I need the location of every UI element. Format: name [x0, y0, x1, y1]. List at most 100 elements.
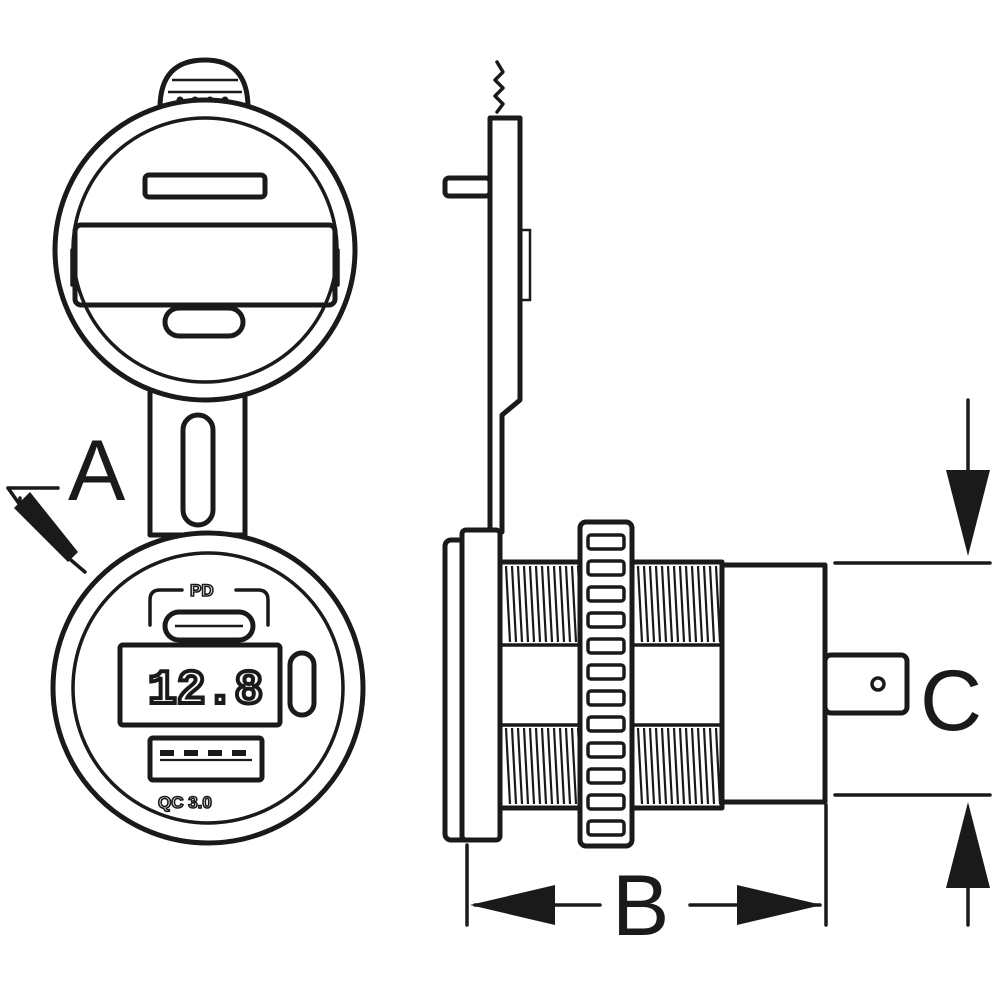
thread-line: [558, 727, 566, 805]
mounting-nut: [577, 519, 635, 849]
cap-tab: [157, 57, 251, 111]
usb-a-port: [147, 735, 265, 783]
thread-line: [516, 727, 524, 805]
dimension-c: C: [833, 398, 992, 927]
thread-line: [552, 727, 560, 805]
nut-tooth: [586, 663, 626, 681]
thread-line: [666, 565, 674, 643]
dimension-b-arrow-right: [737, 885, 822, 925]
dimension-c-arrow-bottom: [946, 802, 990, 888]
thread-line: [642, 565, 650, 643]
dimension-b-arrow-left: [470, 885, 555, 925]
thread-line: [504, 565, 512, 643]
tether-slot: [180, 412, 216, 528]
thread-line: [546, 727, 554, 805]
thread-line: [672, 727, 680, 805]
qc-label: QC 3.0: [158, 793, 212, 812]
thread-line: [636, 727, 644, 805]
terminal-hole: [870, 676, 886, 692]
thread-line: [666, 727, 674, 805]
usb-c-port: [162, 609, 256, 643]
thread-line: [510, 727, 518, 805]
cap-profile: [487, 115, 523, 535]
nut-tooth: [586, 767, 626, 785]
dimension-a-label: A: [68, 423, 126, 519]
thread-line: [558, 565, 566, 643]
thread-line: [714, 565, 722, 643]
front-view: PD 12.8 QC 3.0 A: [6, 57, 366, 846]
thread-line: [522, 727, 530, 805]
thread-line: [684, 565, 692, 643]
socket-inner-ring: [71, 551, 345, 825]
thread-line: [642, 727, 650, 805]
socket-outer: [50, 530, 366, 846]
thread-line: [660, 727, 668, 805]
dimension-b: B: [465, 803, 828, 954]
thread-line: [708, 727, 716, 805]
cap-bottom-slot: [162, 305, 246, 339]
cap-pin: [442, 175, 493, 199]
pd-bracket: [148, 588, 270, 627]
dimension-c-arrow-top: [946, 470, 990, 556]
thread-line: [678, 565, 686, 643]
thread-line: [702, 727, 710, 805]
nut-teeth: [586, 533, 626, 837]
nut-tooth: [586, 819, 626, 837]
thread-line: [708, 565, 716, 643]
cap-wire: [493, 60, 505, 114]
thread-line: [690, 727, 698, 805]
nut-tooth: [586, 585, 626, 603]
thread-line: [516, 565, 524, 643]
thread-line: [528, 727, 536, 805]
thread-line: [654, 565, 662, 643]
thread-line: [654, 727, 662, 805]
thread-line: [696, 565, 704, 643]
thread-line: [540, 727, 548, 805]
side-view: B C: [442, 60, 992, 954]
thread-line: [534, 727, 542, 805]
voltage-display: [117, 642, 283, 728]
thread-line: [702, 565, 710, 643]
cap-grip-bar: [72, 222, 338, 308]
nut-tooth: [586, 559, 626, 577]
thread-line: [672, 565, 680, 643]
thread-line: [546, 565, 554, 643]
thread-line: [552, 565, 560, 643]
thread-line: [504, 727, 512, 805]
thread-line: [660, 565, 668, 643]
thread-line: [636, 565, 644, 643]
nut-tooth: [586, 637, 626, 655]
thread-line: [696, 727, 704, 805]
thread-line: [684, 727, 692, 805]
dimension-c-label: C: [920, 653, 982, 749]
thread-line: [522, 565, 530, 643]
thread-line: [534, 565, 542, 643]
thread-line: [564, 565, 572, 643]
thread-line: [678, 727, 686, 805]
terminal-spade: [822, 652, 910, 716]
power-button: [287, 650, 317, 718]
thread-line: [570, 727, 578, 805]
thread-line: [528, 565, 536, 643]
rear-body: [719, 562, 828, 805]
nut-tooth: [586, 793, 626, 811]
dimension-a: A: [6, 423, 126, 574]
thread-line: [714, 727, 722, 805]
pd-label: PD: [190, 581, 214, 600]
dimension-a-arrow: [14, 492, 78, 562]
thread-line: [648, 565, 656, 643]
thread-line: [564, 727, 572, 805]
display-value: 12.8: [148, 664, 263, 718]
nut-tooth: [586, 741, 626, 759]
nut-tooth: [586, 533, 626, 551]
thread-line: [510, 565, 518, 643]
cap-top-bar: [142, 172, 268, 200]
flange-plate: [459, 527, 503, 843]
thread-line: [648, 727, 656, 805]
thread-hatch-top: [504, 565, 722, 643]
thread-line: [570, 565, 578, 643]
nut-tooth: [586, 611, 626, 629]
thread-line: [540, 565, 548, 643]
nut-tooth: [586, 689, 626, 707]
